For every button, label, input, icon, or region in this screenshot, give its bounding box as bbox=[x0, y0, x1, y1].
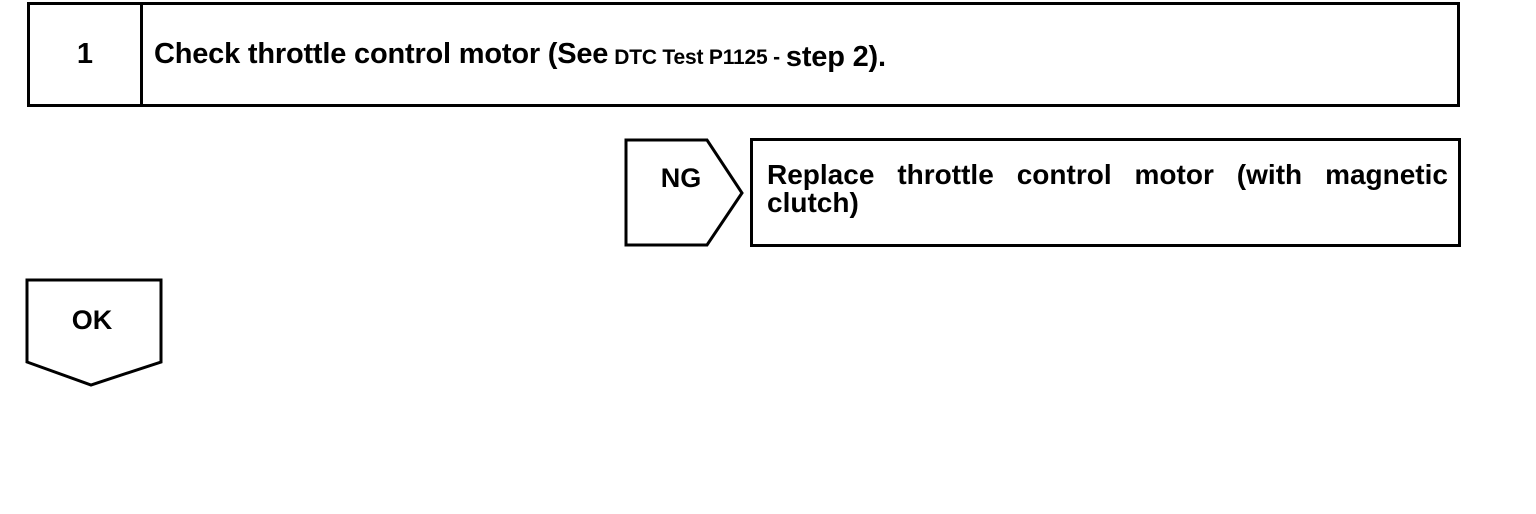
step-text-end: step 2). bbox=[785, 41, 886, 73]
step-instruction: Check throttle control motor (See DTC Te… bbox=[143, 5, 1457, 104]
step-row: 1 Check throttle control motor (See DTC … bbox=[27, 2, 1460, 107]
step-number: 1 bbox=[30, 5, 143, 104]
ng-action-box: Replace throttle control motor (with mag… bbox=[750, 138, 1461, 247]
step-text-main: Check throttle control motor (See bbox=[154, 38, 609, 70]
ng-arrow-outline bbox=[624, 138, 744, 247]
ok-arrow-outline bbox=[25, 278, 163, 387]
ng-label: NG bbox=[660, 163, 702, 193]
step-text-reference: DTC Test P1125 - bbox=[614, 45, 780, 69]
ok-label: OK bbox=[71, 305, 113, 335]
